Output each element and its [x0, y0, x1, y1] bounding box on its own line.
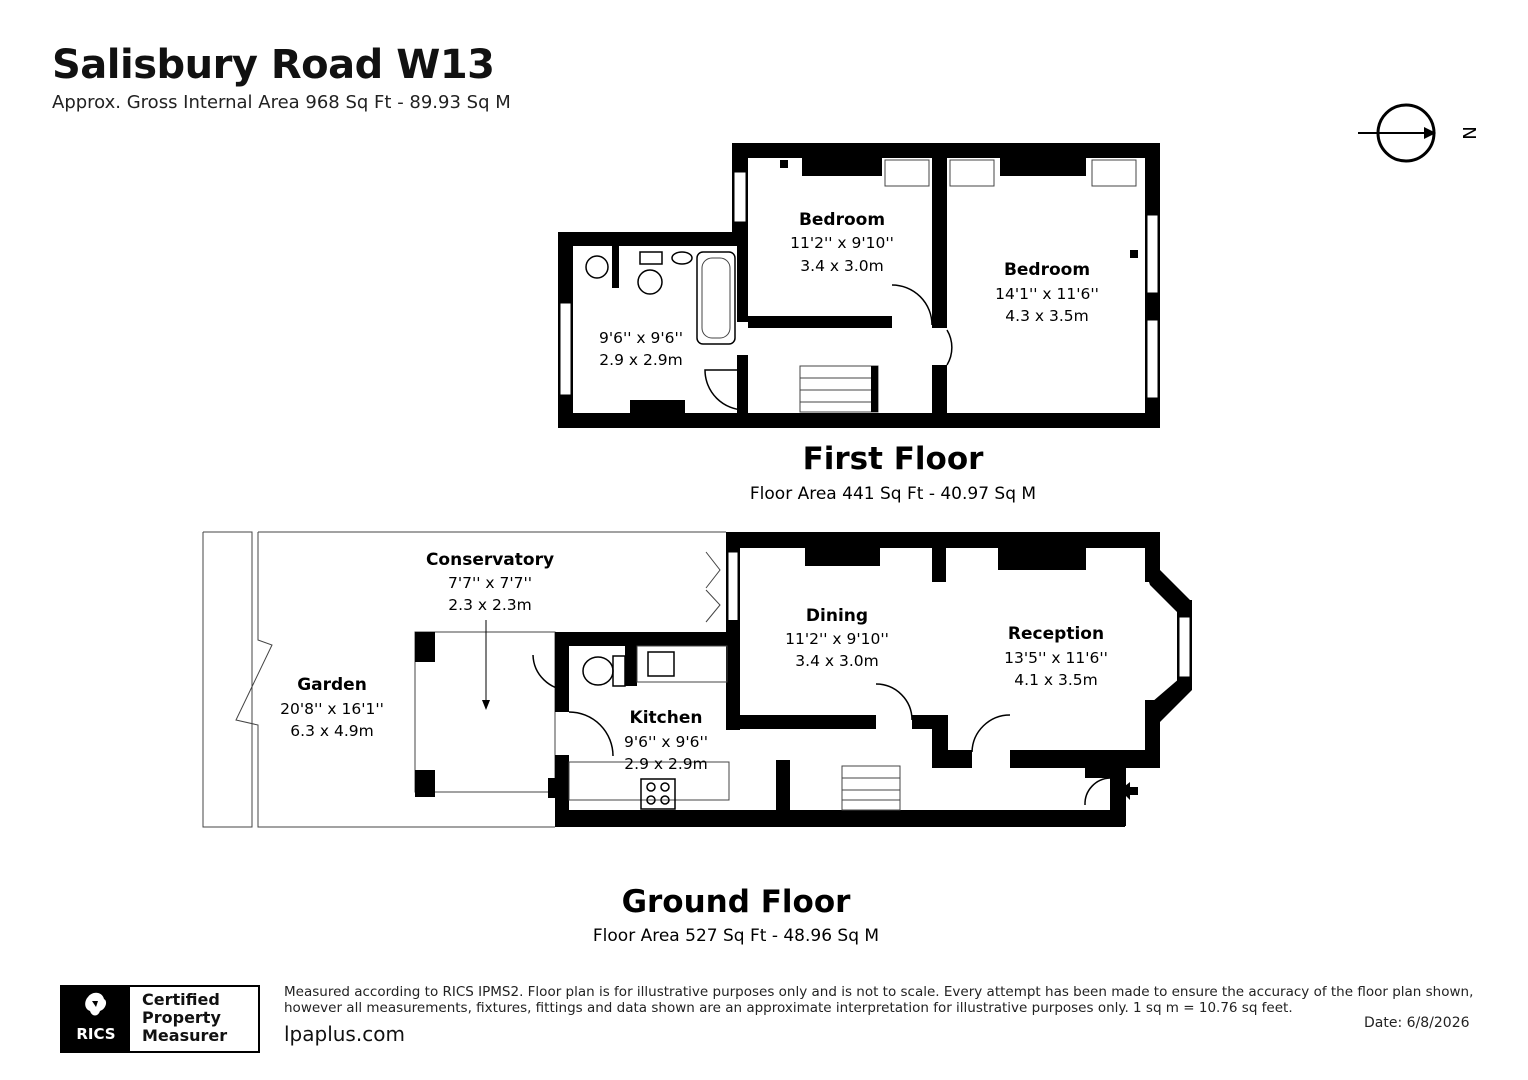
- ground-floor-title: Ground Floor: [622, 884, 852, 920]
- first-bedroom-1-dim-metric: 3.4 x 3.0m: [800, 257, 883, 275]
- reception-dim-metric: 4.1 x 3.5m: [1014, 671, 1097, 689]
- first-bedroom-2-name: Bedroom: [1004, 260, 1090, 280]
- rics-logo: RICS: [62, 987, 130, 1051]
- reception-dim-imperial: 13'5'' x 11'6'': [1004, 649, 1108, 667]
- first-bathroom-dim-metric: 2.9 x 2.9m: [599, 351, 682, 369]
- website-link[interactable]: lpaplus.com: [284, 1022, 405, 1046]
- lion-crest-icon: [85, 992, 107, 1016]
- garden-dim-metric: 6.3 x 4.9m: [290, 722, 373, 740]
- garden-name: Garden: [297, 675, 367, 695]
- garden-dim-imperial: 20'8'' x 16'1'': [280, 700, 384, 718]
- disclaimer-line-2: however all measurements, fixtures, fitt…: [284, 1000, 1293, 1016]
- first-floor-title: First Floor: [803, 441, 985, 477]
- disclaimer: Measured according to RICS IPMS2. Floor …: [284, 984, 1484, 1016]
- conservatory-name: Conservatory: [426, 550, 554, 570]
- first-floor-plan: [558, 143, 1160, 428]
- plan-date: Date: 6/8/2026: [1364, 1015, 1470, 1031]
- rics-badge-text: Certified Property Measurer: [142, 991, 227, 1045]
- first-bedroom-1-dim-imperial: 11'2'' x 9'10'': [790, 234, 894, 252]
- ground-floor-area: Floor Area 527 Sq Ft - 48.96 Sq M: [593, 926, 879, 946]
- kitchen-dim-metric: 2.9 x 2.9m: [624, 755, 707, 773]
- kitchen-name: Kitchen: [630, 708, 703, 728]
- compass-label: N: [1458, 126, 1479, 139]
- badge-line-3: Measurer: [142, 1026, 228, 1045]
- ground-floor-plan: [202, 531, 1192, 828]
- north-arrow-icon: N: [1358, 103, 1479, 163]
- first-bathroom-dim-imperial: 9'6'' x 9'6'': [599, 329, 683, 347]
- reception-name: Reception: [1008, 624, 1104, 644]
- badge-line-1: Certified: [142, 990, 220, 1009]
- conservatory-dim-metric: 2.3 x 2.3m: [448, 596, 531, 614]
- rics-label: RICS: [76, 1025, 116, 1043]
- disclaimer-line-1: Measured according to RICS IPMS2. Floor …: [284, 984, 1474, 1000]
- plan-title: Salisbury Road W13: [52, 42, 495, 88]
- rics-badge: RICS Certified Property Measurer: [60, 985, 260, 1053]
- kitchen-dim-imperial: 9'6'' x 9'6'': [624, 733, 708, 751]
- dining-dim-metric: 3.4 x 3.0m: [795, 652, 878, 670]
- first-bedroom-2-dim-imperial: 14'1'' x 11'6'': [995, 285, 1099, 303]
- gross-area: Approx. Gross Internal Area 968 Sq Ft - …: [52, 92, 511, 113]
- badge-line-2: Property: [142, 1008, 221, 1027]
- first-bedroom-2-dim-metric: 4.3 x 3.5m: [1005, 307, 1088, 325]
- conservatory-dim-imperial: 7'7'' x 7'7'': [448, 574, 532, 592]
- first-floor-area: Floor Area 441 Sq Ft - 40.97 Sq M: [750, 484, 1036, 504]
- dining-name: Dining: [806, 606, 868, 626]
- first-bedroom-1-name: Bedroom: [799, 210, 885, 230]
- dining-dim-imperial: 11'2'' x 9'10'': [785, 630, 889, 648]
